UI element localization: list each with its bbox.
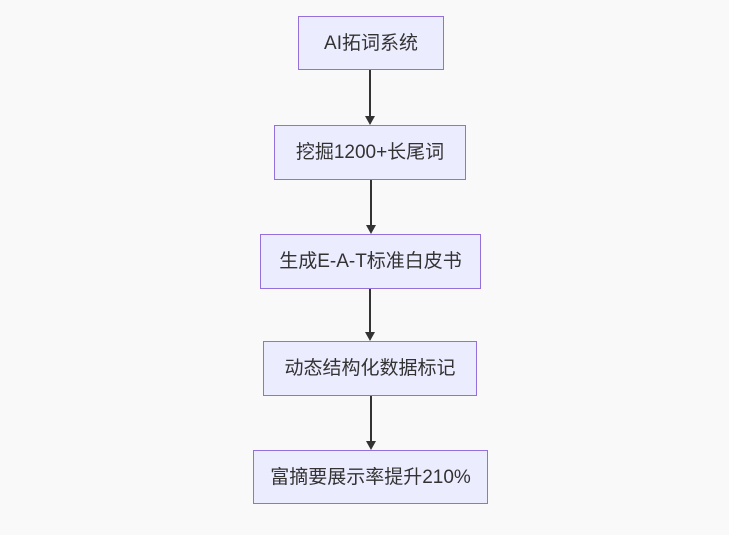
flow-node-ai-word-expansion-system: AI拓词系统 [298,16,444,70]
node-label: AI拓词系统 [324,32,418,54]
node-label: 挖掘1200+长尾词 [295,142,445,163]
arrow-line [369,70,371,117]
flow-node-mine-longtail-keywords: 挖掘1200+长尾词 [274,125,466,180]
arrow-line [370,396,372,442]
arrow-line [370,180,372,226]
flow-node-dynamic-structured-data-markup: 动态结构化数据标记 [263,341,477,396]
arrow-line [369,289,371,333]
node-label: 动态结构化数据标记 [284,358,456,379]
arrow-head-icon [366,225,376,234]
arrow-head-icon [365,332,375,341]
node-label: 生成E-A-T标准白皮书 [279,251,462,272]
flow-node-generate-eat-whitepaper: 生成E-A-T标准白皮书 [260,234,481,289]
arrow-head-icon [365,116,375,125]
arrow-head-icon [366,441,376,450]
flow-node-rich-snippet-rate-increase: 富摘要展示率提升210% [253,450,488,504]
node-label: 富摘要展示率提升210% [270,466,471,488]
